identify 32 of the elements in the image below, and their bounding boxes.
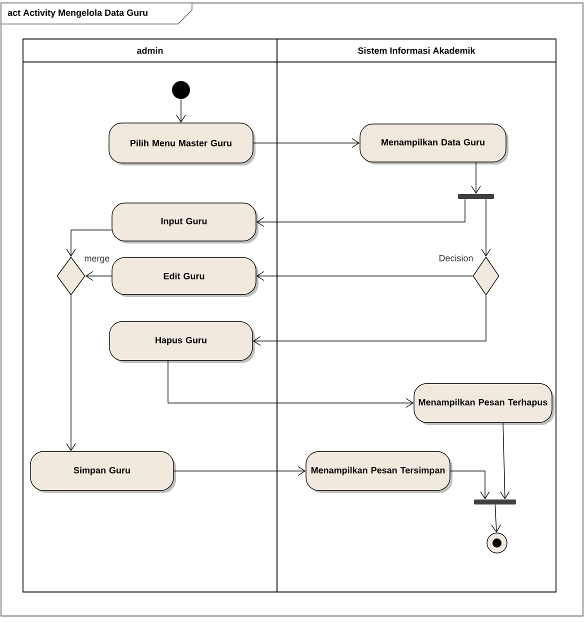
arrow: [491, 504, 501, 533]
arrow: [66, 230, 112, 257]
frame-title-tab: act Activity Mengelola Data Guru: [0, 2, 192, 24]
arrow: [500, 422, 510, 500]
action-box: Edit Guru: [112, 257, 258, 297]
arrow: [176, 98, 186, 123]
arrow: [174, 466, 306, 476]
decision-diamond: [472, 256, 500, 296]
node-label: Decision: [439, 254, 473, 262]
action-box: Simpan Guru: [30, 451, 176, 493]
decision-diamond: [56, 256, 86, 296]
arrow: [256, 198, 466, 227]
arrow: [450, 470, 490, 500]
action-box: Menampilkan Pesan Tersimpan: [306, 451, 452, 493]
arrow: [256, 271, 473, 281]
arrow: [481, 198, 491, 257]
action-box: Menampilkan Data Guru: [360, 124, 508, 164]
arrow: [252, 295, 486, 346]
arrow: [66, 295, 76, 452]
arrow: [471, 162, 481, 194]
arrow: [85, 271, 112, 281]
action-box: Pilih Menu Master Guru: [108, 122, 256, 166]
sync-bar: [458, 194, 494, 199]
action-box: Hapus Guru: [109, 321, 255, 363]
arrow: [168, 360, 414, 408]
node-label: merge: [84, 256, 110, 264]
arrow: [253, 138, 360, 148]
action-box: Menampilkan Pesan Terhapus: [414, 383, 554, 425]
sync-bar: [474, 500, 516, 504]
action-box: Input Guru: [112, 202, 258, 244]
final-node: [486, 532, 508, 554]
initial-node: [172, 81, 190, 99]
